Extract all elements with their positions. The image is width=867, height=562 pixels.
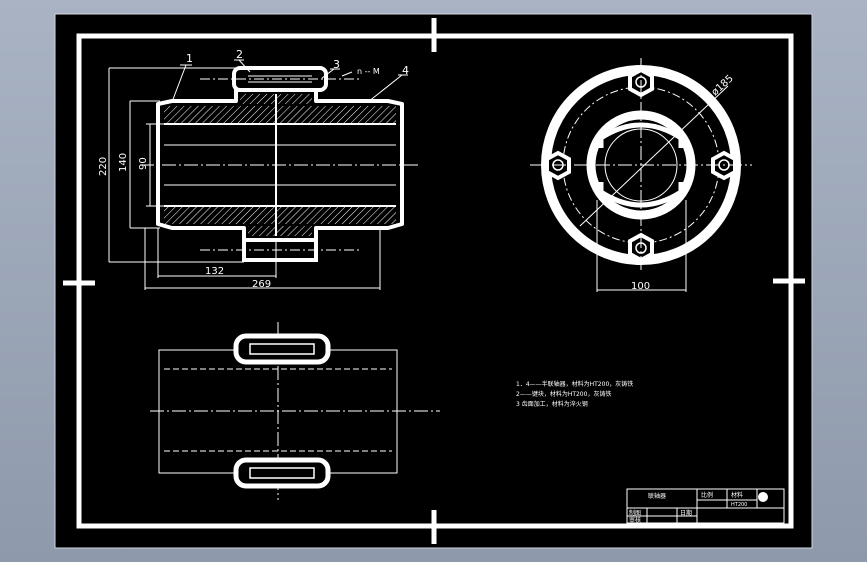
part-label-2: 2 (236, 48, 243, 61)
dim-140: 140 (118, 153, 129, 172)
title-block (626, 488, 785, 524)
technical-notes: 1．4——半联轴器，材料为HT200，灰铸铁 2——键块，材料为HT200，灰铸… (516, 380, 633, 408)
title-block-name: 联轴器 (648, 492, 666, 500)
key-top-view-lower (233, 457, 331, 489)
note-line-1: 1．4——半联轴器，材料为HT200，灰铸铁 (516, 380, 633, 388)
title-block-checked-label: 审核 (629, 516, 641, 524)
dim-220: 220 (98, 157, 109, 176)
title-block-material-label: 材料 (731, 491, 743, 499)
dim-90: 90 (138, 157, 149, 170)
title-block-scale-label: 比例 (701, 491, 713, 499)
top-view (150, 322, 440, 500)
centering-marks (63, 18, 805, 544)
title-block-stamp (758, 492, 768, 502)
note-line-2: 2——键块，材料为HT200，灰铸铁 (516, 390, 611, 398)
dim-132: 132 (205, 266, 224, 277)
part-label-3: 3 (333, 58, 340, 71)
title-block-drawn-label: 制图 (629, 509, 641, 517)
front-section-view: 220 140 90 132 269 1 2 3 4 n -- M (98, 48, 420, 290)
key-top-view-upper (233, 333, 331, 365)
dim-269: 269 (252, 279, 271, 290)
note-line-3: 3 齿面加工，材料为淬火钢 (516, 400, 588, 408)
leader-annotation: n -- M (357, 67, 380, 76)
part-label-1: 1 (186, 52, 193, 65)
part-label-4: 4 (402, 64, 409, 77)
title-block-date-label: 日期 (680, 509, 692, 517)
title-block-material-value: HT200 (731, 502, 747, 508)
dim-100: 100 (631, 281, 650, 292)
